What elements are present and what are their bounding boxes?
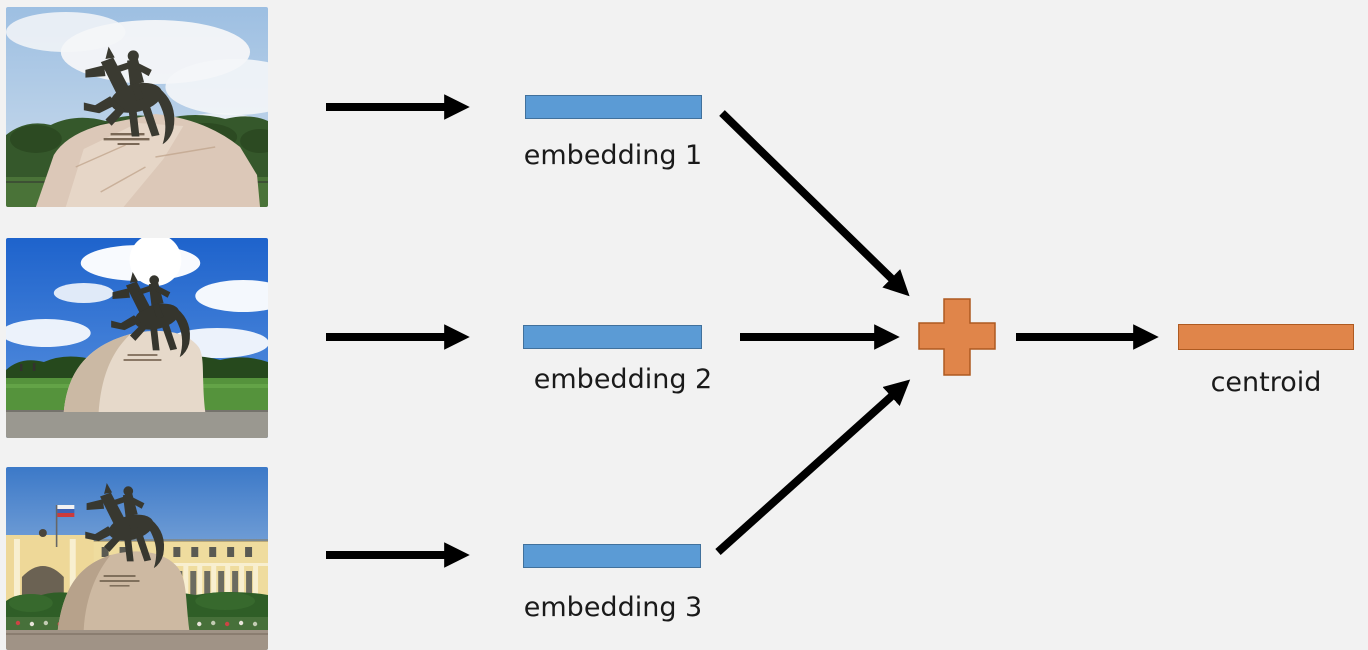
input-photo-3 (6, 467, 268, 650)
centroid-vector (1178, 324, 1354, 350)
pedestal-inscription (103, 133, 150, 145)
centroid-label: centroid (1210, 367, 1322, 398)
embedding-3-vector (523, 544, 701, 568)
embedding-3-label: embedding 3 (523, 592, 703, 623)
statue-photo-1-illustration (6, 7, 268, 207)
embedding-2-vector (523, 325, 702, 349)
embedding-1-label: embedding 1 (523, 140, 703, 171)
input-photo-1 (6, 7, 268, 207)
russian-flag (55, 505, 75, 547)
statue-photo-2-illustration (6, 238, 268, 438)
arrow-embedding3-to-plus (715, 379, 911, 555)
plus-icon (918, 298, 996, 376)
input-photo-2 (6, 238, 268, 438)
embedding-1-vector (525, 95, 702, 119)
statue-photo-3-illustration (6, 467, 268, 650)
embedding-2-label: embedding 2 (533, 364, 713, 395)
arrow-embedding1-to-plus (719, 110, 910, 297)
